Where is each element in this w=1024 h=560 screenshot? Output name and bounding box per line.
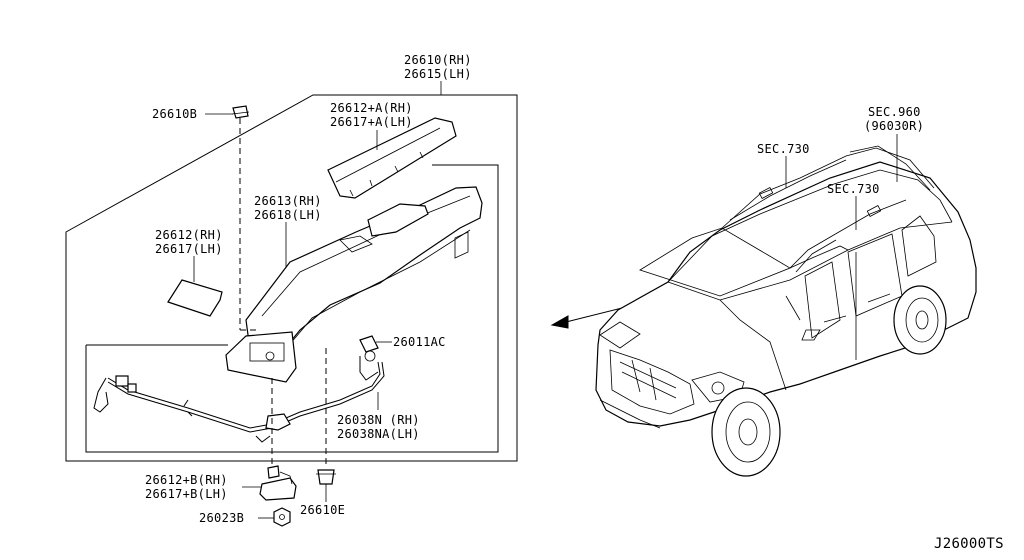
- label-sec730-roof: SEC.730: [757, 142, 810, 156]
- wire-harness: [93, 356, 385, 443]
- label-26613-rh: 26613(RH): [254, 194, 322, 208]
- label-26618-lh: 26618(LH): [254, 208, 322, 222]
- clip-26610b: [231, 105, 250, 119]
- clip-26610e: [316, 469, 336, 485]
- label-26615-lh: 26615(LH): [404, 67, 472, 81]
- nut-26023b: [273, 507, 291, 527]
- label-26023b: 26023B: [199, 511, 244, 525]
- label-26610b: 26610B: [152, 107, 197, 121]
- inner-frame: [85, 164, 499, 453]
- label-26610-rh: 26610(RH): [404, 53, 472, 67]
- label-26612b-rh: 26612+B(RH): [145, 473, 228, 487]
- small-cover-part: [167, 279, 223, 317]
- label-sec960: SEC.960: [868, 105, 921, 119]
- label-26617-lh: 26617(LH): [155, 242, 223, 256]
- diagram-id: J26000TS: [934, 536, 1004, 552]
- label-26617b-lh: 26617+B(LH): [145, 487, 228, 501]
- label-26011ac: 26011AC: [393, 335, 446, 349]
- vehicle-illustration: [595, 145, 977, 477]
- label-26617a-lh: 26617+A(LH): [330, 115, 413, 129]
- connector-26011ac: [359, 335, 379, 362]
- assembly-frame: [65, 94, 518, 462]
- label-26610e: 26610E: [300, 503, 345, 517]
- label-sec730-side: SEC.730: [827, 182, 880, 196]
- label-26612a-rh: 26612+A(RH): [330, 101, 413, 115]
- label-26612-rh: 26612(RH): [155, 228, 223, 242]
- label-sec960-sub: (96030R): [864, 119, 924, 133]
- rail-cover-part: [225, 186, 483, 383]
- arrow-head: [550, 315, 569, 329]
- bottom-cover-part: [259, 465, 297, 501]
- label-26038na-lh: 26038NA(LH): [337, 427, 420, 441]
- label-26038n-rh: 26038N (RH): [337, 413, 420, 427]
- top-cover-part: [327, 117, 457, 199]
